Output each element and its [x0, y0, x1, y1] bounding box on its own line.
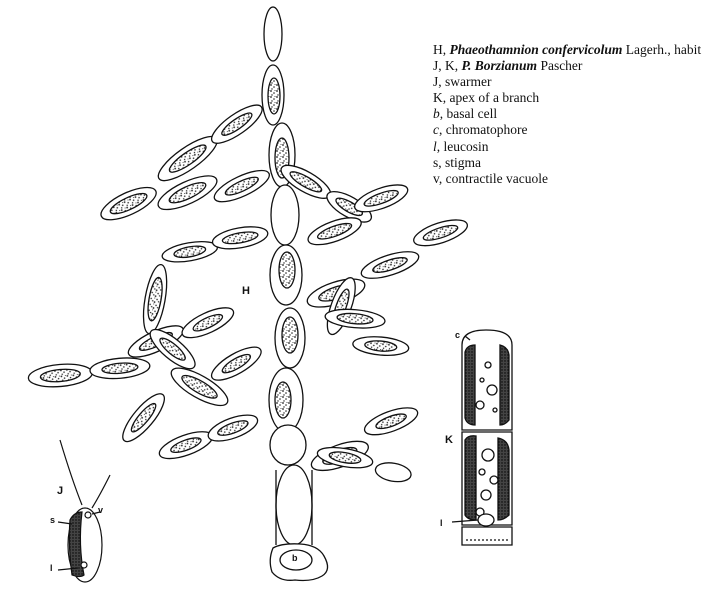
legend-line-h: H, Phaeothamnion confervicolum Lagerh., … [433, 42, 702, 57]
legend-line-jk: J, K, P. Borzianum Pascher [433, 58, 583, 74]
legend-line-c: c, chromatophore [433, 122, 528, 138]
label-c: c [455, 330, 461, 340]
legend-line-l: l, leucosin [433, 138, 489, 154]
legend-line-v: v, contractile vacuole [433, 170, 548, 186]
main-axis [261, 6, 313, 546]
branch-apex-k [451, 329, 513, 546]
label-v: v [98, 505, 104, 515]
legend-line-k: K, apex of a branch [433, 90, 540, 106]
legend-line-b: b, basal cell [433, 106, 498, 122]
label-s: s [50, 515, 56, 525]
branches [27, 104, 468, 483]
label-l-j: l [50, 563, 53, 573]
label-l-k: l [440, 518, 443, 528]
label-h: H [242, 285, 250, 297]
swarmer-j [57, 439, 111, 583]
habit-drawing-h [27, 6, 468, 582]
label-k: K [445, 434, 453, 446]
legend-line-s: s, stigma [433, 154, 482, 170]
label-j: J [57, 485, 64, 497]
label-b: b [292, 553, 298, 563]
figure-legend: H, Phaeothamnion confervicolum Lagerh., … [433, 42, 701, 187]
legend-line-j: J, swarmer [433, 74, 492, 90]
